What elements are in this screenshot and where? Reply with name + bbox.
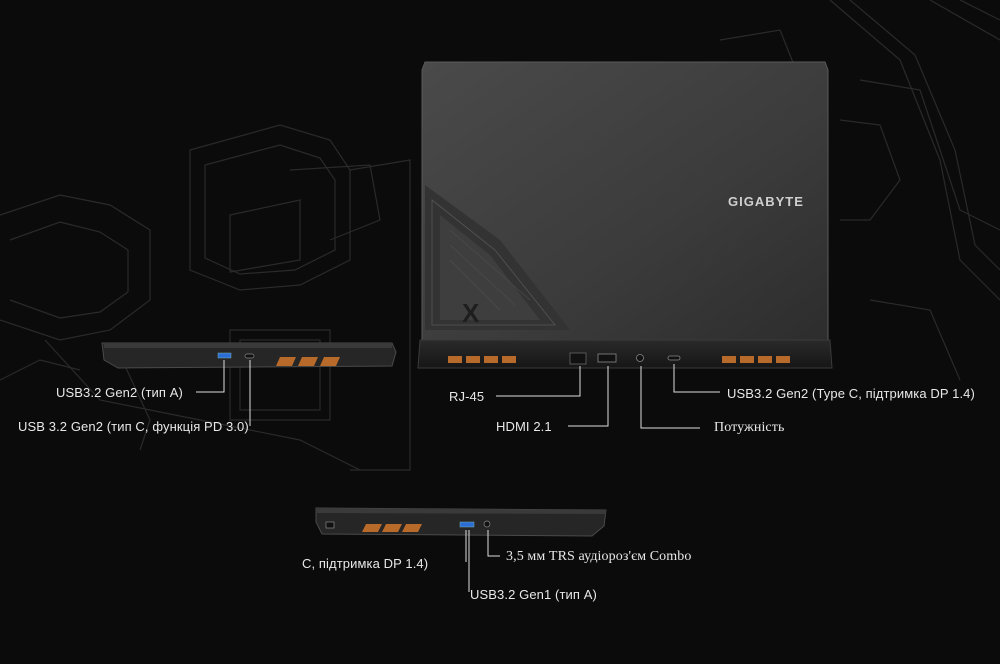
label-left-usb-c: USB 3.2 Gen2 (тип C, функція PD 3.0)	[18, 419, 249, 434]
label-right-usb-c: C, підтримка DP 1.4)	[302, 556, 429, 571]
label-rear-usb-c: USB3.2 Gen2 (Type C, підтримка DP 1.4)	[727, 386, 975, 401]
brand-logo: GIGABYTE	[728, 194, 804, 209]
label-rear-rj45: RJ-45	[449, 389, 485, 404]
label-rear-power: Потужність	[714, 420, 785, 435]
lid-x-mark: X	[462, 298, 480, 328]
label-left-usb-a: USB3.2 Gen2 (тип A)	[56, 385, 183, 400]
label-rear-hdmi: HDMI 2.1	[496, 419, 552, 434]
label-right-audio: 3,5 мм TRS аудіороз'єм Combo	[506, 549, 692, 564]
label-right-usb-a: USB3.2 Gen1 (тип A)	[470, 587, 597, 602]
